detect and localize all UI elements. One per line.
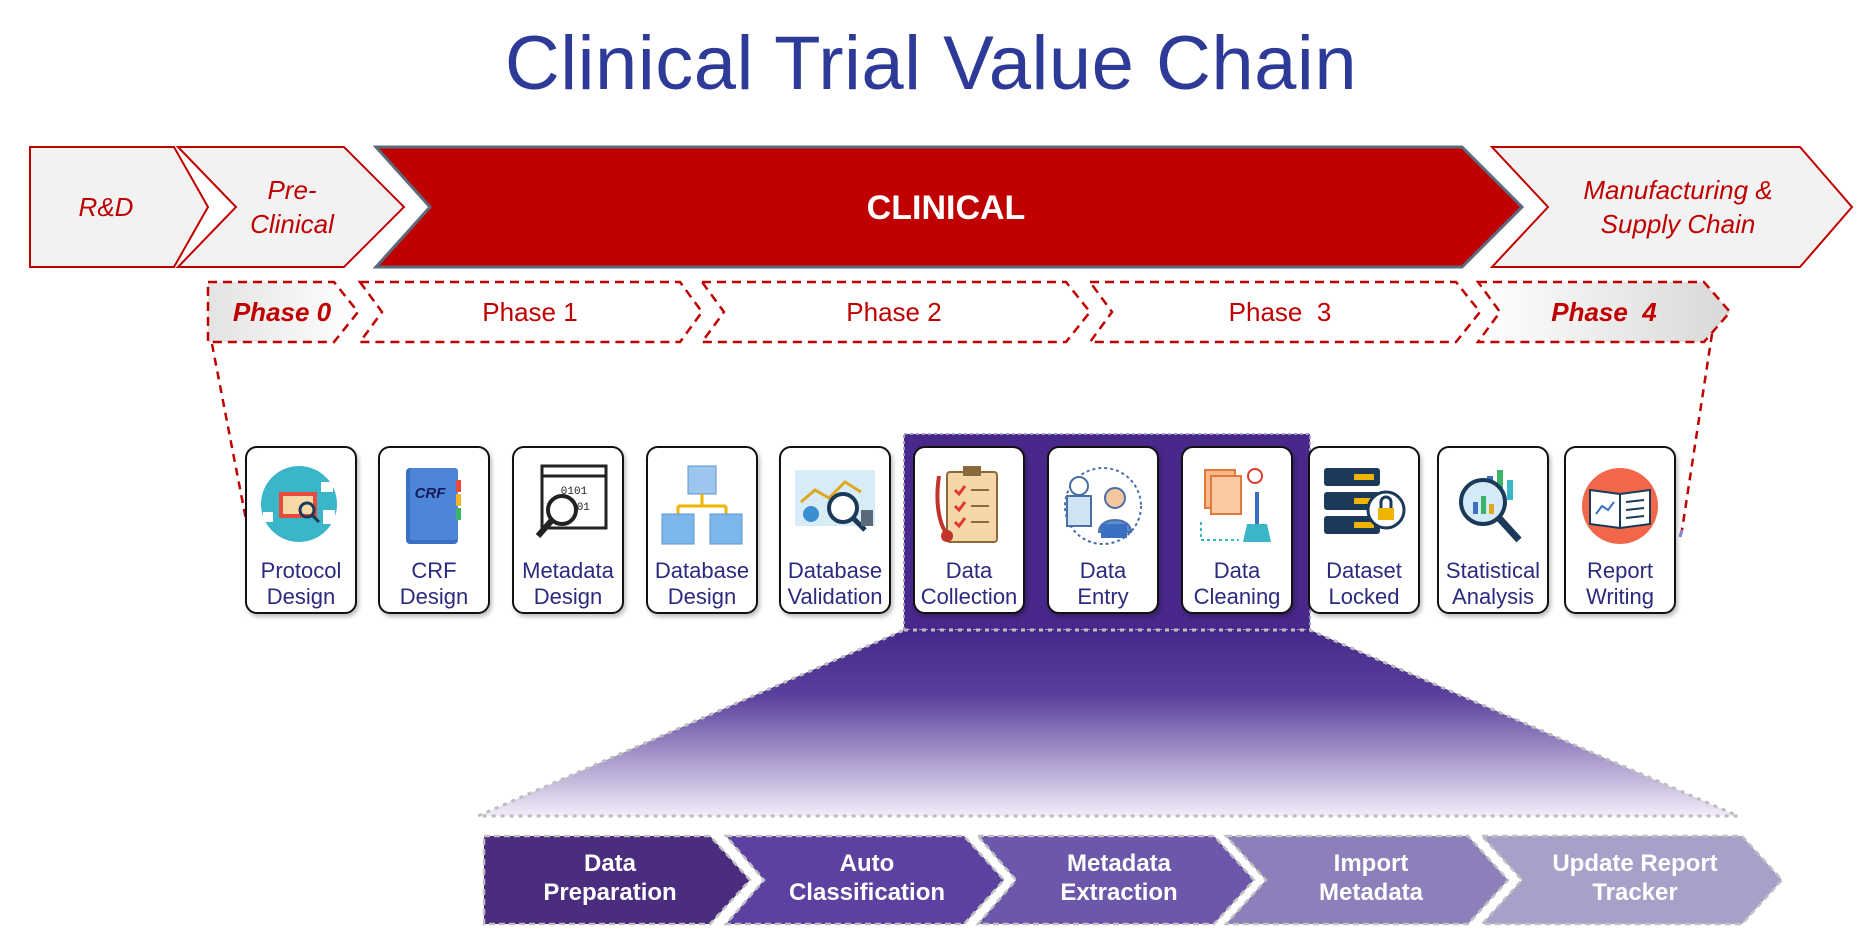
stage-chevron-manufacturing [1489,146,1854,268]
phase-label-4: Phase 4 [1551,297,1657,327]
phase-label-0: Phase 0 [233,297,332,327]
zoom-funnel [477,628,1739,818]
broom-documents-icon [1193,462,1281,550]
process-chevron-5 [1479,834,1784,926]
clipboard-stethoscope-icon [925,462,1013,550]
process-chevron-2 [723,834,1006,926]
server-lock-icon [1320,462,1408,550]
phase-chevron-4 [1475,280,1732,344]
stage-chevron-preclinical [175,146,406,268]
phase-label-1: Phase 1 [482,297,577,327]
phase-label-2: Phase 2 [846,297,941,327]
chart-magnifier-icon [1449,462,1537,550]
stage-chevron-clinical [372,145,1525,269]
process-chevron-1 [482,834,752,926]
crf-book-icon: CRF [390,462,478,550]
database-validation-icon [791,462,879,550]
phase-chevron-0 [206,280,360,344]
svg-text:CRF: CRF [415,485,447,502]
phase-connector-right [1678,333,1714,538]
stage-chevron-rnd [29,146,210,268]
process-chevron-4 [1223,834,1510,926]
diagram-title: Clinical Trial Value Chain [504,21,1358,106]
metadata-magnifier-icon: 0101 101 [524,462,612,550]
open-book-icon [1576,462,1664,550]
stage-label-rnd: R&D [79,192,134,222]
phase-chevron-2 [699,280,1092,344]
process-chevron-3 [975,834,1256,926]
database-tree-icon [658,462,746,550]
protocol-design-icon [257,462,345,550]
stage-label-clinical: CLINICAL [867,189,1026,227]
stage-label-preclinical: Pre-Clinical [250,175,335,239]
phase-chevron-1 [357,280,704,344]
phase-label-3: Phase 3 [1229,297,1332,327]
data-entry-person-icon [1059,462,1147,550]
phase-chevron-3 [1087,280,1482,344]
stage-label-manufacturing: Manufacturing &Supply Chain [1583,175,1772,239]
